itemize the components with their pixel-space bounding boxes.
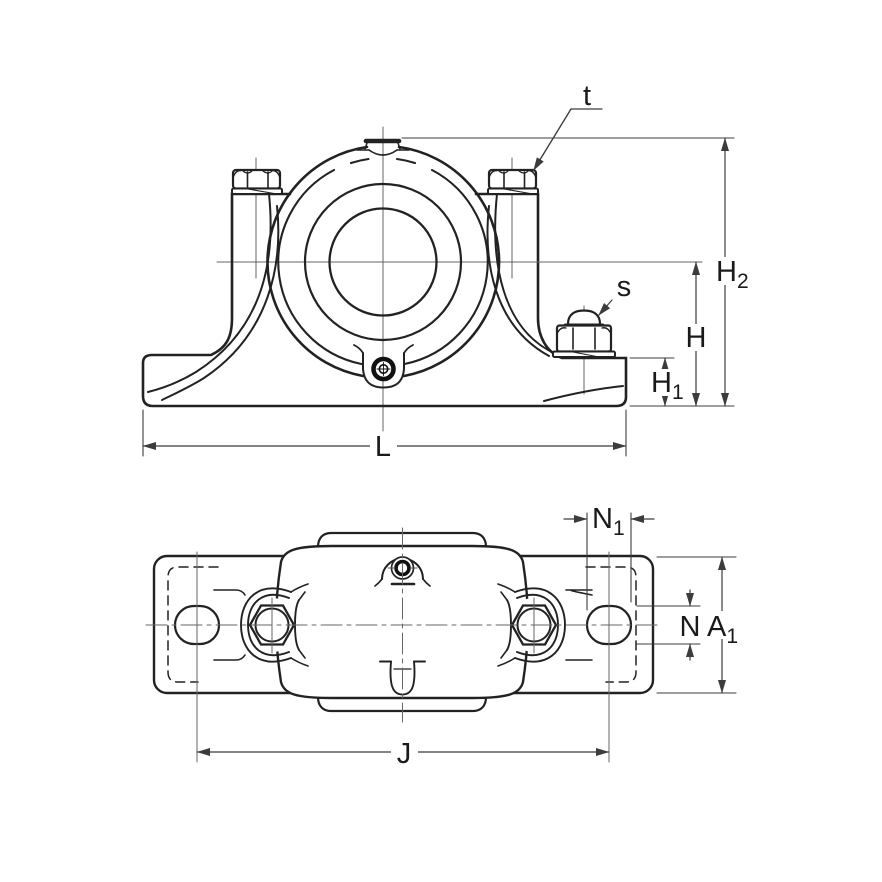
dim-label-H1: H1	[651, 367, 684, 404]
cast-fillets	[147, 193, 624, 402]
bottom-pocket	[353, 344, 414, 389]
set-bolt	[552, 309, 616, 358]
leader-s	[597, 299, 613, 317]
base-ramp-line	[543, 385, 624, 402]
top-cap-plug	[356, 138, 410, 156]
label-bg	[705, 611, 742, 639]
housing-body-plan	[274, 544, 530, 700]
housing-seat-circle	[277, 157, 489, 366]
dim-label-s: s	[617, 271, 632, 303]
plan-extension-lines	[586, 512, 737, 694]
dim-label-J: J	[397, 738, 412, 770]
leader-t	[532, 108, 603, 172]
label-bg	[684, 324, 709, 351]
bearing-outer-circle	[303, 182, 463, 342]
dim-label-N1: N1	[592, 503, 625, 540]
right-nut-pocket	[497, 583, 593, 667]
cap-bolt-right	[487, 168, 539, 195]
front-view: t s H2 H H1 L	[141, 80, 749, 463]
dim-label-A1: A1	[707, 611, 738, 648]
label-bg	[711, 257, 749, 285]
dim-label-N: N	[680, 611, 701, 643]
plan-view: N1 N A1 J	[145, 503, 742, 770]
dim-label-t: t	[583, 80, 591, 112]
cap-bolt-left	[231, 168, 283, 195]
dim-label-H2: H2	[716, 256, 749, 293]
bearing-circles	[266, 145, 501, 378]
plan-centerlines	[145, 527, 662, 763]
label-bg	[370, 432, 397, 460]
label-bg	[648, 369, 685, 396]
bore-circle	[328, 207, 438, 317]
label-bg	[391, 738, 418, 766]
front-extension-lines	[142, 137, 735, 457]
dim-label-L: L	[375, 431, 391, 463]
dim-label-H: H	[686, 322, 707, 354]
